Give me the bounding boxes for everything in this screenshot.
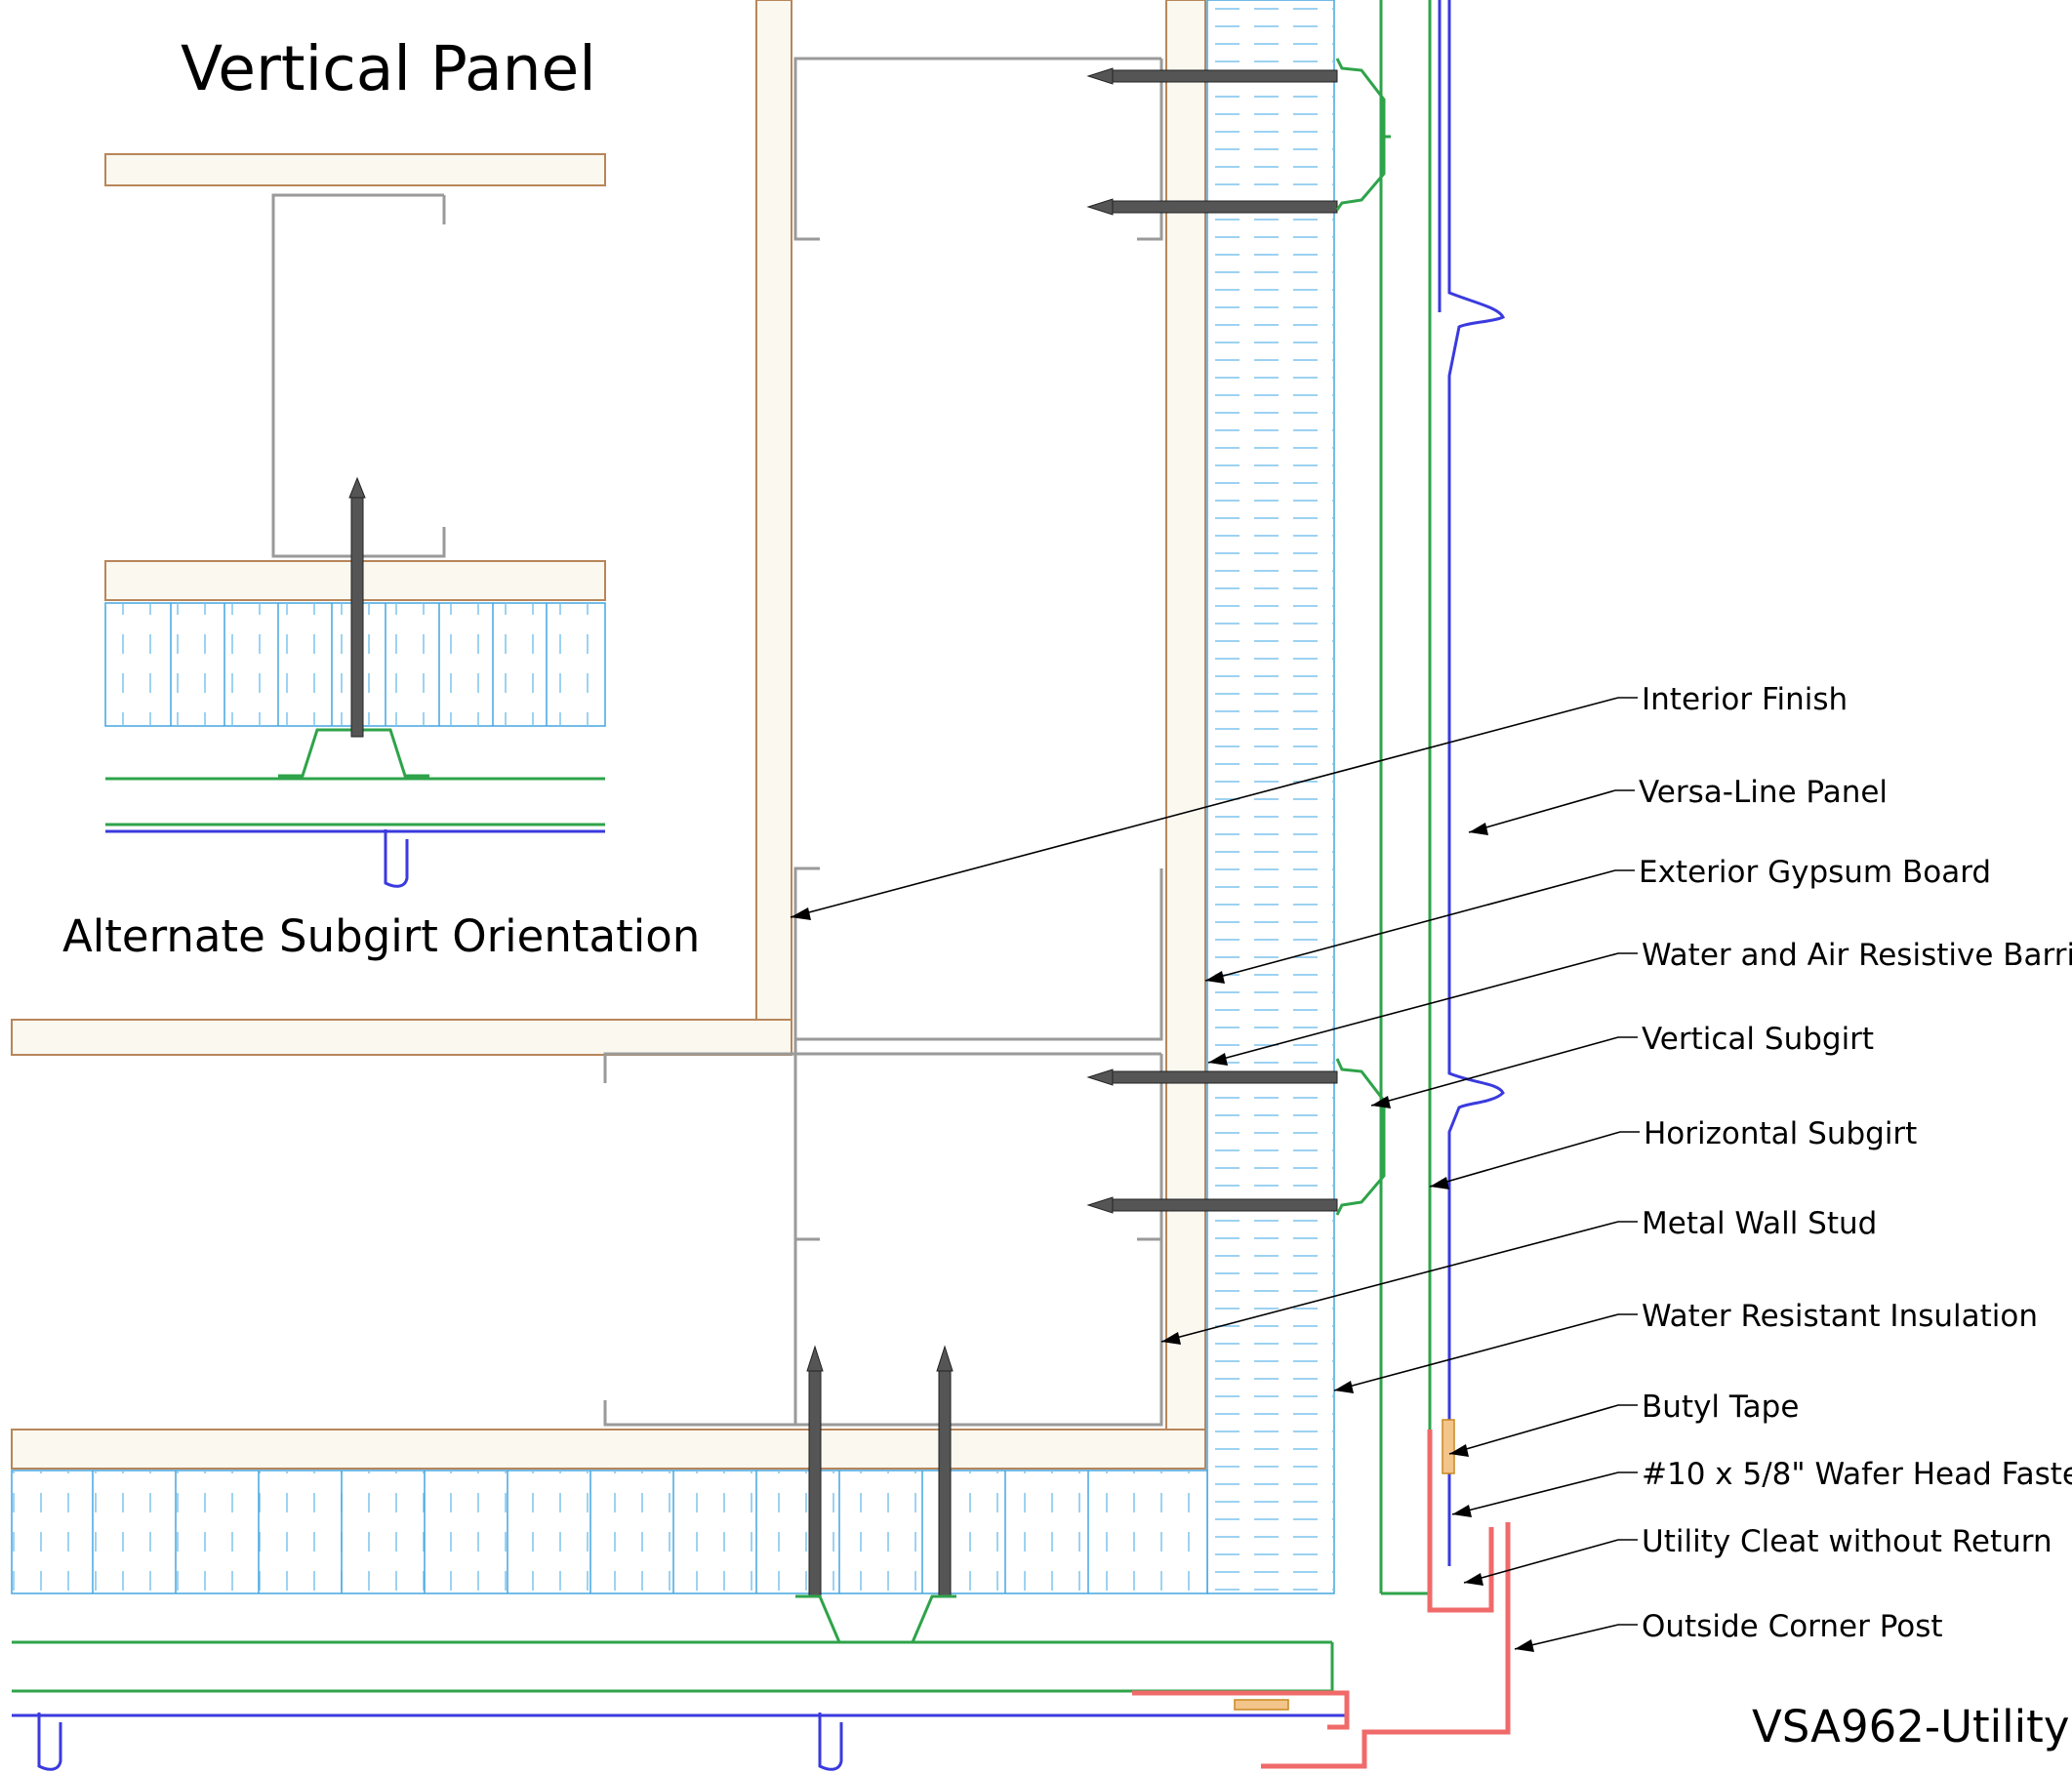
callout-utility-cleat: Utility Cleat without Return: [1642, 1524, 2052, 1559]
callout-metal-wall-stud: Metal Wall Stud: [1642, 1206, 1877, 1241]
callout-wafer-head-fastener: #10 x 5/8" Wafer Head Fastener: [1642, 1457, 2072, 1492]
drawing-id: VSA962-Utility C: [1752, 1701, 2072, 1753]
callout-water-resistant-insulation: Water Resistant Insulation: [1642, 1299, 2038, 1334]
callout-horizontal-subgirt: Horizontal Subgirt: [1644, 1116, 1917, 1151]
insulation-horizontal-hatch: [12, 1471, 1207, 1593]
inset-fastener: [348, 476, 366, 738]
versa-line-panel: [12, 0, 1506, 1771]
callout-outside-corner-post: Outside Corner Post: [1642, 1609, 1943, 1644]
outside-corner-post: [1132, 1430, 1511, 1769]
interior-finish-horizontal: [11, 1019, 792, 1056]
inset-stud: [271, 193, 446, 558]
callout-vertical-subgirt: Vertical Subgirt: [1642, 1022, 1874, 1057]
insulation-vertical-hatch: [1207, 0, 1334, 1593]
leader-arrowheads: [791, 823, 1534, 1652]
vertical-subgirt-top: [1335, 58, 1391, 211]
fasteners-horizontal-wall: [806, 1345, 954, 1596]
inset-panel: [105, 829, 605, 888]
exterior-gypsum-horizontal: [11, 1429, 1206, 1470]
exterior-gypsum-vertical: [1165, 0, 1206, 1470]
inset-subgirt: [105, 728, 605, 826]
callout-versa-line-panel: Versa-Line Panel: [1639, 775, 1888, 810]
callout-exterior-gypsum: Exterior Gypsum Board: [1639, 855, 1991, 890]
alternate-orientation-title: Alternate Subgirt Orientation: [62, 910, 700, 962]
horizontal-subgirt: [12, 0, 1432, 1693]
vertical-subgirt-bottom: [1335, 1058, 1386, 1216]
callout-butyl-tape: Butyl Tape: [1642, 1390, 1799, 1425]
interior-finish-vertical: [755, 0, 792, 1021]
callout-interior-finish: Interior Finish: [1642, 682, 1848, 717]
insulation-horizontal-joints: [92, 1471, 1089, 1593]
metal-wall-studs: [603, 57, 1163, 1427]
inset-insulation-joints: [170, 603, 548, 726]
butyl-tape: [1442, 1419, 1455, 1474]
inset-interior-finish: [104, 153, 606, 186]
leader-lines: [790, 697, 1640, 1650]
vertical-panel-title: Vertical Panel: [181, 33, 596, 104]
butyl-tape-horizontal: [1234, 1699, 1289, 1711]
fasteners-vertical-wall: [1086, 67, 1338, 1214]
callout-war-barrier: Water and Air Resistive Barrier: [1642, 938, 2072, 973]
